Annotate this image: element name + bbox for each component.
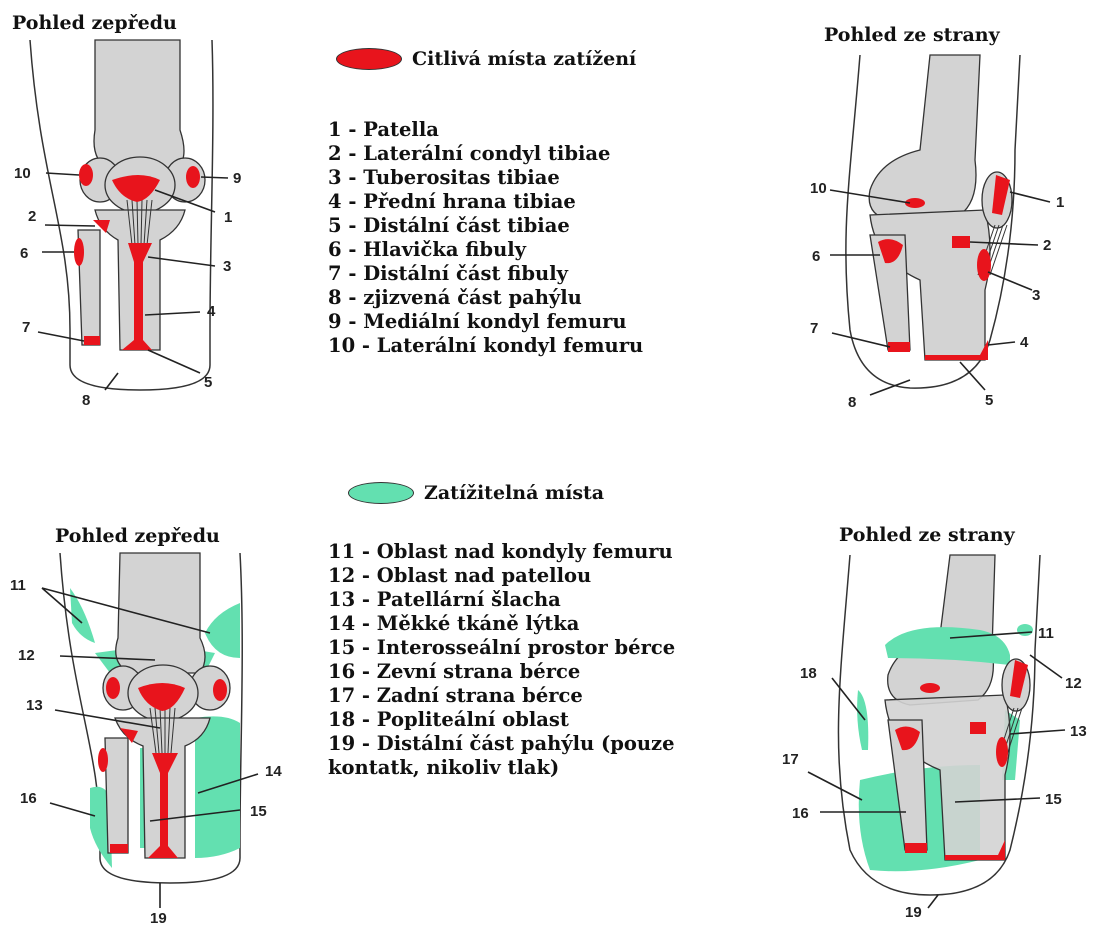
- label-8: 8: [848, 394, 856, 411]
- sensitive-list: 1 - Patella 2 - Laterální condyl tibiae …: [328, 118, 643, 358]
- legend-sensitive-label: Citlivá místa zatížení: [412, 48, 636, 70]
- list-item: 1 - Patella: [328, 118, 643, 142]
- sensitive-swatch: [336, 48, 402, 70]
- label-19: 19: [150, 910, 167, 926]
- label-13: 13: [1070, 723, 1087, 740]
- label-7: 7: [810, 320, 818, 337]
- label-4: 4: [207, 303, 216, 320]
- list-item: 7 - Distální část fibuly: [328, 262, 643, 286]
- label-2: 2: [1043, 237, 1051, 254]
- list-item: 12 - Oblast nad patellou: [328, 564, 675, 588]
- list-item: 11 - Oblast nad kondyly femuru: [328, 540, 675, 564]
- legend-sensitive: Citlivá místa zatížení: [336, 48, 636, 70]
- label-11: 11: [1038, 625, 1054, 642]
- list-item: 3 - Tuberositas tibiae: [328, 166, 643, 190]
- list-item: 9 - Mediální kondyl femuru: [328, 310, 643, 334]
- label-1: 1: [224, 209, 232, 226]
- bottom-front-title: Pohled zepředu: [55, 525, 220, 547]
- label-9: 9: [233, 170, 241, 187]
- label-3: 3: [223, 258, 231, 275]
- label-10: 10: [810, 180, 827, 197]
- list-item: 17 - Zadní strana bérce: [328, 684, 675, 708]
- list-item: 2 - Laterální condyl tibiae: [328, 142, 643, 166]
- top-front-knee-diagram: 10 9 2 1 6 3 4 7 5 8: [0, 30, 270, 430]
- top-side-knee-diagram: 10 1 6 2 3 7 4 8 5: [770, 50, 1100, 420]
- list-item: 6 - Hlavička fibuly: [328, 238, 643, 262]
- list-item: 4 - Přední hrana tibiae: [328, 190, 643, 214]
- label-12: 12: [18, 647, 35, 664]
- label-5: 5: [985, 392, 993, 409]
- label-10: 10: [14, 165, 31, 182]
- label-3: 3: [1032, 287, 1040, 304]
- list-item: 8 - zjizvená část pahýlu: [328, 286, 643, 310]
- label-16: 16: [792, 805, 809, 822]
- list-item: 15 - Interosseální prostor bérce: [328, 636, 675, 660]
- list-item: 13 - Patellární šlacha: [328, 588, 675, 612]
- label-13: 13: [26, 697, 43, 714]
- label-19: 19: [905, 904, 922, 920]
- label-7: 7: [22, 319, 30, 336]
- label-16: 16: [20, 790, 37, 807]
- label-14: 14: [265, 763, 282, 780]
- list-item: 5 - Distální část tibiae: [328, 214, 643, 238]
- list-item: 14 - Měkké tkáně lýtka: [328, 612, 675, 636]
- legend-loadable-label: Zatížitelná místa: [424, 482, 604, 504]
- top-side-title: Pohled ze strany: [824, 24, 1000, 46]
- bottom-side-title: Pohled ze strany: [839, 524, 1015, 546]
- label-6: 6: [20, 245, 28, 262]
- label-17: 17: [782, 751, 799, 768]
- label-18: 18: [800, 665, 817, 682]
- label-12: 12: [1065, 675, 1082, 692]
- bottom-front-knee-diagram: 11 12 13 14 16 15 19: [0, 548, 300, 926]
- list-item: 16 - Zevní strana bérce: [328, 660, 675, 684]
- label-15: 15: [250, 803, 267, 820]
- label-15: 15: [1045, 791, 1062, 808]
- label-2: 2: [28, 208, 36, 225]
- list-item: 19 - Distální část pahýlu (pouze: [328, 732, 675, 756]
- label-11: 11: [10, 577, 26, 594]
- label-8: 8: [82, 392, 90, 409]
- loadable-swatch: [348, 482, 414, 504]
- label-1: 1: [1056, 194, 1064, 211]
- list-item: kontatk, nikoliv tlak): [328, 756, 675, 780]
- list-item: 18 - Popliteální oblast: [328, 708, 675, 732]
- bottom-side-knee-diagram: 11 18 12 13 17 16 15 19: [770, 550, 1100, 920]
- list-item: 10 - Laterální kondyl femuru: [328, 334, 643, 358]
- label-5: 5: [204, 374, 212, 391]
- legend-loadable: Zatížitelná místa: [348, 482, 604, 504]
- label-4: 4: [1020, 334, 1029, 351]
- loadable-list: 11 - Oblast nad kondyly femuru 12 - Obla…: [328, 540, 675, 780]
- label-6: 6: [812, 248, 820, 265]
